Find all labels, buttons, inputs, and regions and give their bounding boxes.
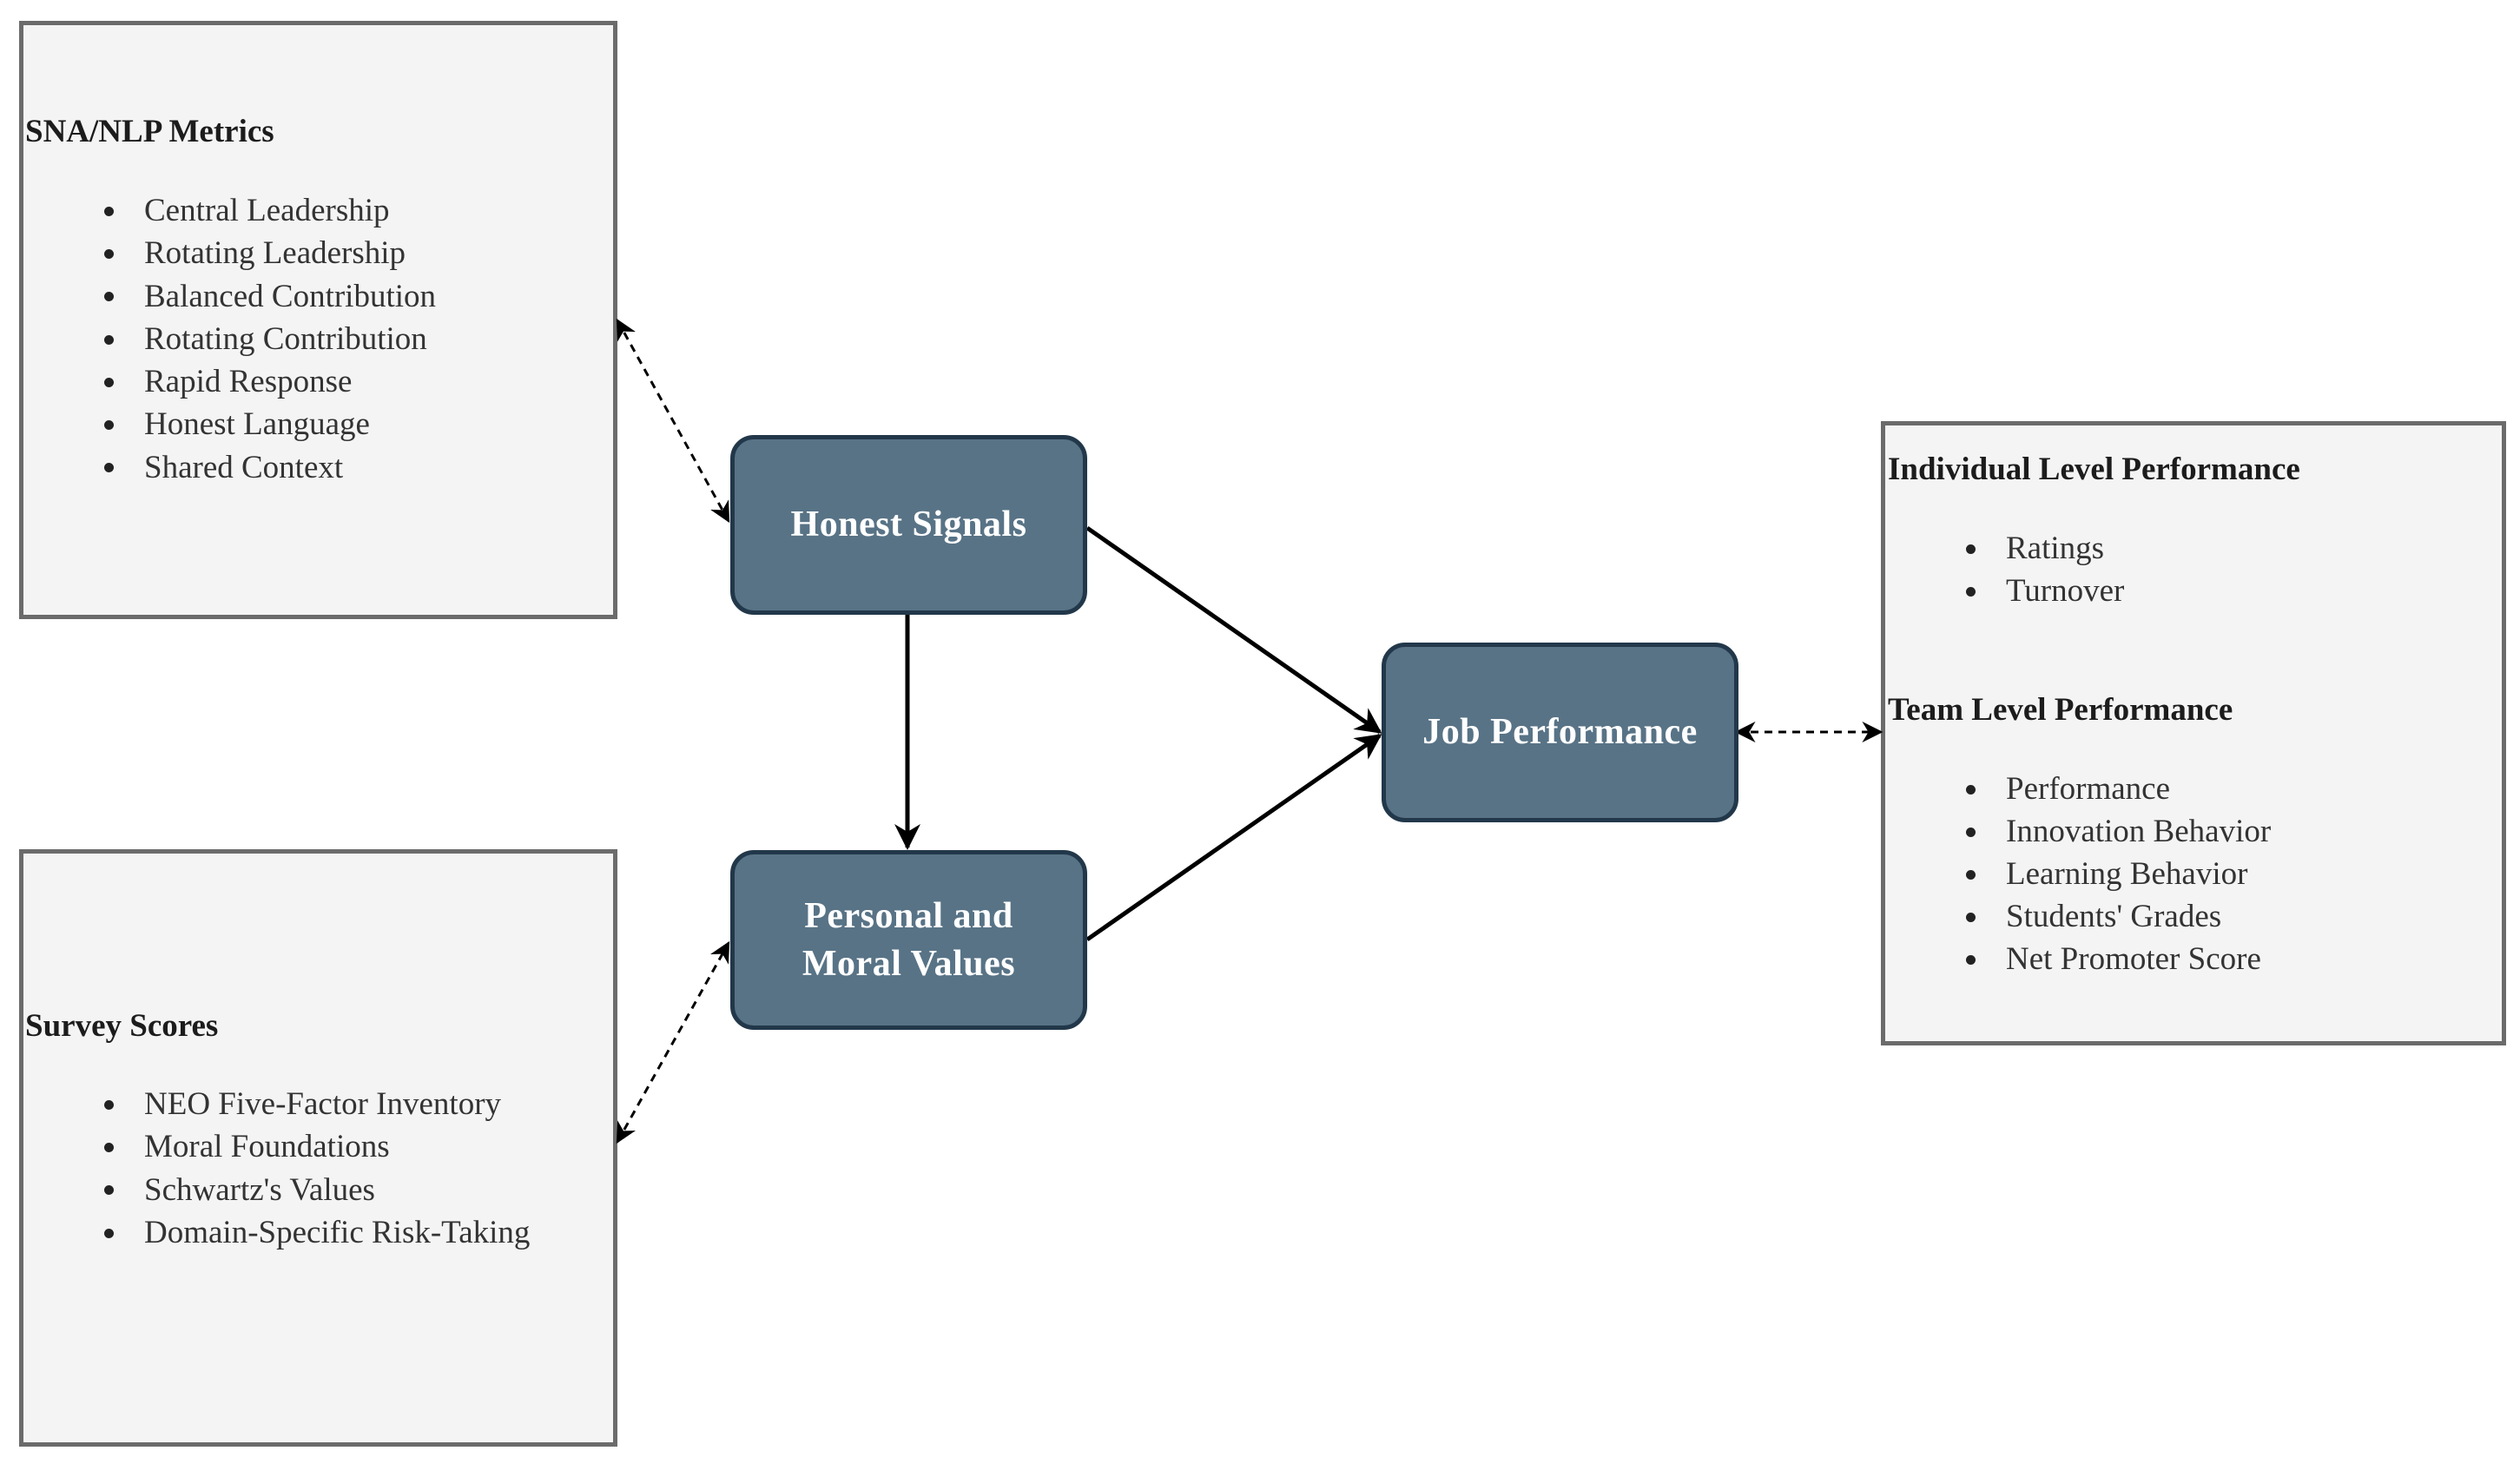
list-item: Shared Context [103, 446, 436, 489]
list-item: Balanced Contribution [103, 275, 436, 318]
honest-signals-node: Honest Signals [730, 435, 1087, 615]
survey-scores-list: NEO Five-Factor Inventory Moral Foundati… [103, 1083, 530, 1254]
list-item: Moral Foundations [103, 1125, 530, 1168]
personal-moral-values-node: Personal and Moral Values [730, 850, 1087, 1030]
sna-to-honest-signals-arrow [616, 318, 730, 524]
list-item: Domain-Specific Risk-Taking [103, 1211, 530, 1254]
performance-box [1881, 421, 2506, 1045]
list-item: Ratings [1965, 527, 2124, 570]
job-performance-node: Job Performance [1382, 643, 1738, 822]
survey-scores-title: Survey Scores [25, 1008, 219, 1044]
list-item: Performance [1965, 768, 2271, 810]
list-item: Schwartz's Values [103, 1169, 530, 1211]
individual-level-performance-list: Ratings Turnover [1965, 527, 2124, 612]
personal-moral-values-label-line1: Personal and [804, 895, 1013, 936]
list-item: Central Leadership [103, 189, 436, 232]
personal-moral-values-label-line2: Moral Values [802, 943, 1016, 984]
list-item: Students' Grades [1965, 895, 2271, 938]
list-item: Honest Language [103, 403, 436, 445]
list-item: NEO Five-Factor Inventory [103, 1083, 530, 1125]
list-item: Innovation Behavior [1965, 810, 2271, 853]
honest-signals-label: Honest Signals [790, 504, 1027, 545]
list-item: Rotating Leadership [103, 232, 436, 274]
sna-nlp-metrics-title: SNA/NLP Metrics [25, 114, 274, 149]
team-level-performance-title: Team Level Performance [1888, 692, 2233, 728]
survey-scores-box [19, 849, 617, 1447]
list-item: Learning Behavior [1965, 853, 2271, 895]
list-item: Rotating Contribution [103, 318, 436, 360]
list-item: Turnover [1965, 570, 2124, 612]
job-performance-label: Job Performance [1422, 712, 1698, 753]
list-item: Rapid Response [103, 360, 436, 403]
sna-nlp-metrics-box [19, 21, 617, 619]
sna-nlp-metrics-list: Central Leadership Rotating Leadership B… [103, 189, 436, 489]
values-to-job-performance-arrow [1085, 733, 1382, 942]
survey-to-values-arrow [616, 940, 730, 1144]
individual-level-performance-title: Individual Level Performance [1888, 452, 2300, 487]
list-item: Net Promoter Score [1965, 938, 2271, 980]
honest-signals-to-job-performance-arrow [1085, 525, 1382, 735]
team-level-performance-list: Performance Innovation Behavior Learning… [1965, 768, 2271, 980]
